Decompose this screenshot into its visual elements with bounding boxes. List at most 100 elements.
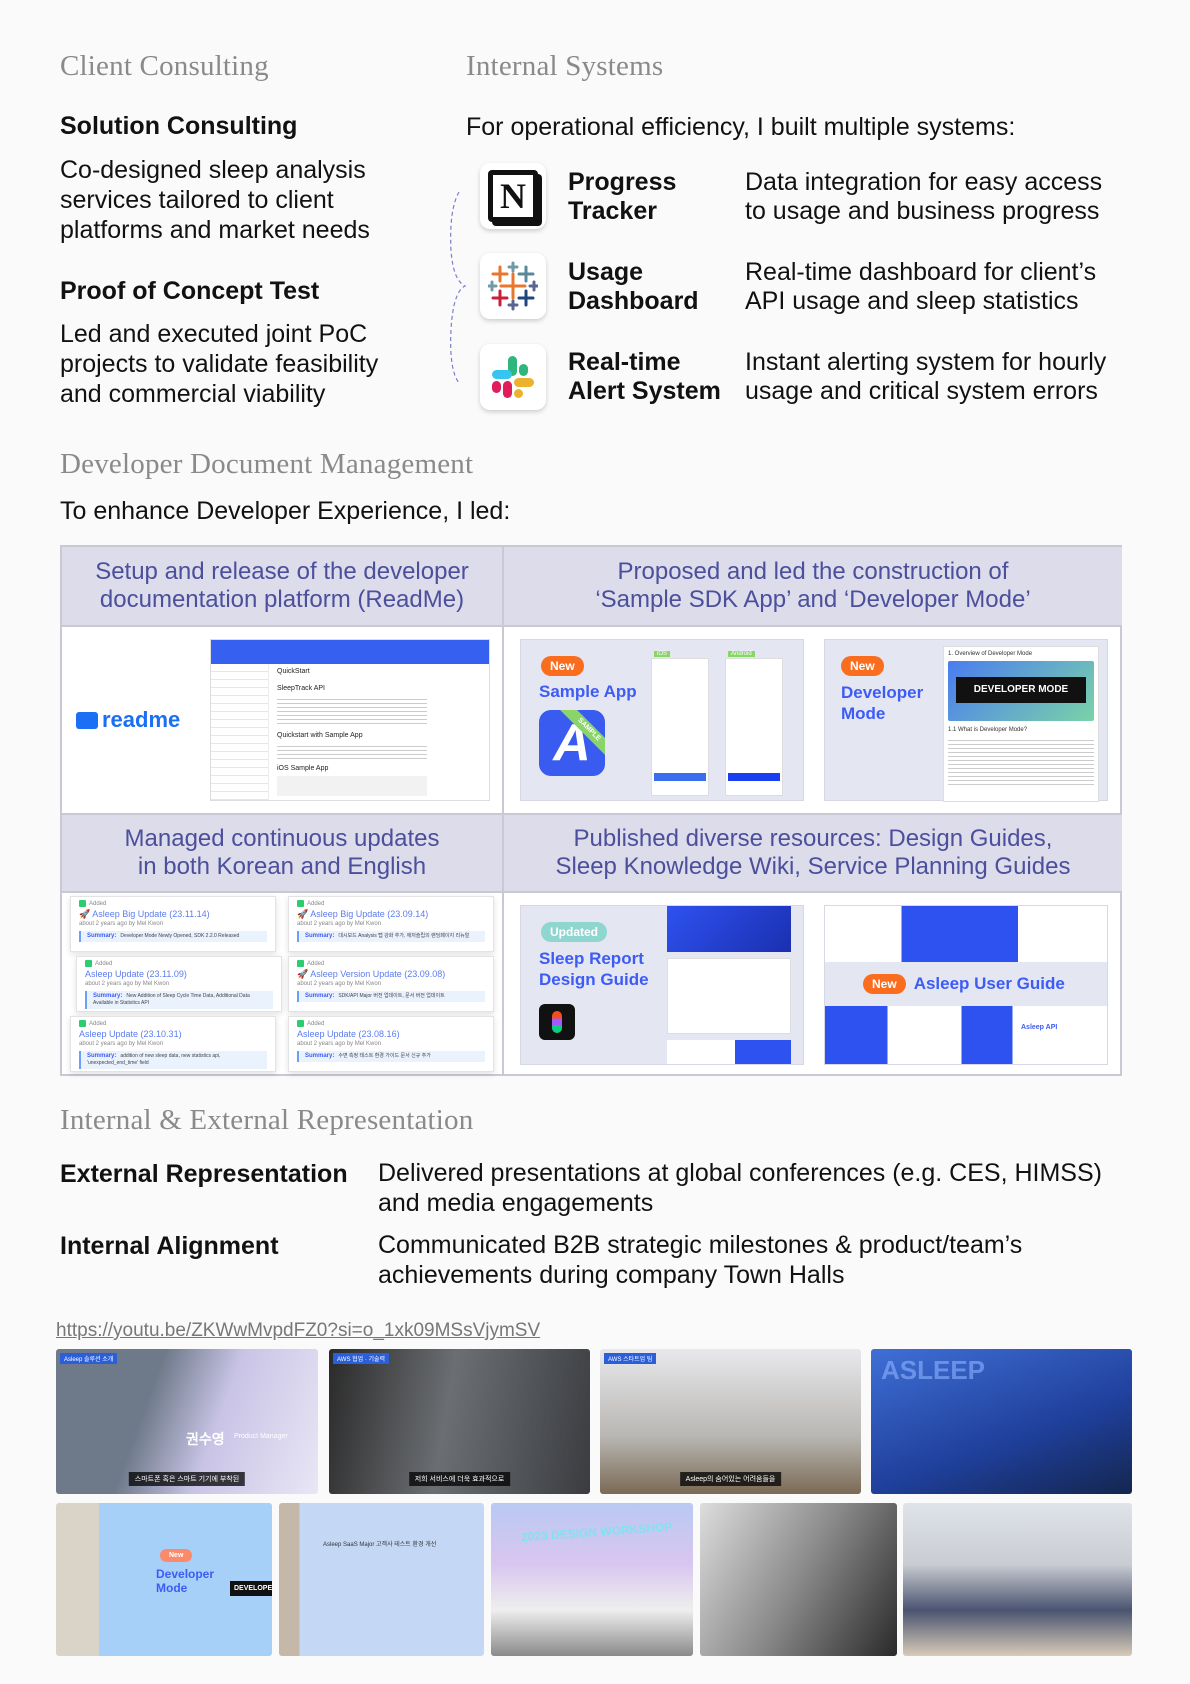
subtitle-caption: 스마트폰 혹은 스마트 기기에 부착된	[128, 1472, 246, 1486]
readme-doc-screenshot: QuickStart SleepTrack API Quickstart wit…	[210, 639, 490, 801]
entry-meta: about 2 years ago by Mel Kwon	[85, 981, 170, 988]
added-text: Added	[95, 961, 113, 968]
line: Sleep Report	[539, 949, 644, 968]
item-desc: Led and executed joint PoC projects to v…	[60, 319, 378, 409]
added-text: Added	[307, 1021, 325, 1028]
entry-title: 🚀 Asleep Big Update (23.09.14)	[297, 909, 429, 920]
user-guide-card: New Asleep User Guide Asleep API	[824, 905, 1108, 1065]
changelog-collage: Added🚀 Asleep Big Update (23.11.14)about…	[62, 893, 502, 1076]
tableau-icon	[480, 253, 546, 319]
slide-title: Asleep SaaS Major 고객사 테스트 환경 개선	[323, 1542, 437, 1548]
entry-meta: about 2 years ago by Mel Kwon	[297, 921, 382, 928]
asleep-api-label: Asleep API	[1021, 1024, 1058, 1031]
photo-conference-room: AWS 스타트업 팀 Asleep의 숨어있는 어려움들을	[600, 1349, 861, 1494]
line: achievements during company Town Halls	[378, 1261, 845, 1289]
line: Real-time	[568, 348, 681, 376]
line: Real-time dashboard for client’s	[745, 258, 1097, 286]
entry-summary: Summary:New Addition of Sleep Cycle Time…	[85, 991, 273, 1010]
line: Communicated B2B strategic milestones & …	[378, 1231, 1023, 1259]
video-tag: AWS 협업 · 기술력	[333, 1353, 390, 1364]
youtube-link[interactable]: https://youtu.be/ZKWwMvpdFZ0?si=o_1xk09M…	[56, 1320, 541, 1341]
plus-icon	[297, 960, 304, 967]
entry-meta: about 2 years ago by Mel Kwon	[79, 1041, 164, 1048]
line: Dashboard	[568, 287, 699, 315]
line: Published diverse resources: Design Guid…	[573, 825, 1053, 852]
line: Progress	[568, 168, 677, 196]
entry-summary: Summary:SDK/API Major 버전 업데이트, 문서 버전 업데이…	[297, 991, 485, 1003]
added-text: Added	[89, 901, 107, 908]
asleep-sign: ASLEEP	[881, 1355, 986, 1385]
summary-text: 수면 측정 테스트 환경 가이드 문서 신규 추가	[338, 1053, 431, 1060]
summary-text: addition of new sleep data, new statisti…	[87, 1053, 221, 1067]
line: Setup and release of the developer	[95, 558, 469, 585]
speaker-name: 권수영	[186, 1431, 225, 1447]
added-label: Added	[297, 900, 485, 908]
summary-label: Summary:	[305, 1053, 335, 1060]
changelog-entry: Added🚀 Asleep Big Update (23.11.14)about…	[70, 896, 276, 952]
cell-header: Proposed and led the construction of‘Sam…	[504, 547, 1122, 627]
design-preview	[667, 958, 791, 1034]
entry-meta: about 2 years ago by Mel Kwon	[297, 981, 382, 988]
added-label: Added	[79, 900, 267, 908]
speaker-role: Product Manager	[234, 1433, 288, 1440]
guide-preview	[825, 906, 1107, 962]
line: Proposed and led the construction of	[617, 558, 1009, 585]
entry-summary: Summary:대시보드 Analysis 탭 강화 추가, 애저슬립의 랜딩페…	[297, 931, 485, 943]
plus-icon	[79, 900, 86, 907]
design-preview	[667, 906, 791, 952]
entry-summary: Summary:Developer Mode Newly Opened, SDK…	[79, 931, 267, 943]
added-label: Added	[79, 1020, 267, 1028]
developer-mode-banner: DEVELOPER MODE	[956, 677, 1086, 703]
line: API usage and sleep statistics	[745, 287, 1079, 315]
new-badge: New	[541, 656, 584, 676]
photo-presentation-video: Asleep 솔루션 소개 권수영 Product Manager 스마트폰 혹…	[56, 1349, 318, 1494]
new-badge: New	[863, 974, 906, 994]
entry-meta: about 2 years ago by Mel Kwon	[297, 1041, 382, 1048]
design-preview	[667, 1040, 791, 1064]
photo-booth: ASLEEP	[871, 1349, 1132, 1494]
doc-subheading: 1.1 What is Developer Mode?	[948, 727, 1028, 733]
item-title: Proof of Concept Test	[60, 277, 320, 305]
sample-ribbon: SAMPLE	[559, 710, 605, 759]
doc-subtitle: SleepTrack API	[277, 685, 325, 692]
summary-label: Summary:	[87, 1053, 117, 1060]
line: and commercial viability	[60, 380, 326, 408]
section-heading-internal-systems: Internal Systems	[466, 50, 664, 82]
summary-label: Summary:	[305, 993, 335, 1000]
added-text: Added	[307, 901, 325, 908]
line: usage and critical system errors	[745, 377, 1098, 405]
android-label: Android	[728, 651, 755, 657]
summary-label: Summary:	[305, 933, 335, 940]
photo-design-workshop: 2023 DESIGN WORKSHOP	[491, 1503, 693, 1656]
line: documentation platform (ReadMe)	[99, 586, 465, 613]
line: in both Korean and English	[137, 853, 427, 880]
item-title: External Representation	[60, 1160, 348, 1188]
ios-phone-screenshot: iOS	[651, 651, 709, 796]
plus-icon	[297, 900, 304, 907]
line: services tailored to client	[60, 186, 334, 214]
line: ‘Sample SDK App’ and ‘Developer Mode’	[595, 586, 1031, 613]
doc-title: QuickStart	[277, 668, 310, 675]
line: Design Guide	[539, 970, 649, 989]
readme-wordmark: readme	[102, 707, 181, 732]
section-heading-dev-docs: Developer Document Management	[60, 448, 474, 480]
line: Instant alerting system for hourly	[745, 348, 1107, 376]
readme-logo: readme	[76, 707, 180, 733]
guide-preview	[825, 1006, 1107, 1064]
ios-label: iOS	[654, 651, 671, 657]
entry-summary: Summary:addition of new sleep data, new …	[79, 1051, 267, 1070]
item-desc: Co-designed sleep analysis services tail…	[60, 155, 370, 245]
changelog-entry: Added🚀 Asleep Version Update (23.09.08)a…	[288, 956, 494, 1012]
summary-label: Summary:	[87, 933, 117, 940]
summary-text: 대시보드 Analysis 탭 강화 추가, 애저슬립의 랜딩페이지 리뉴얼	[338, 933, 470, 940]
photo-booth-selfie	[700, 1503, 897, 1656]
item-desc: Communicated B2B strategic milestones & …	[378, 1230, 1022, 1290]
plus-icon	[79, 1020, 86, 1027]
